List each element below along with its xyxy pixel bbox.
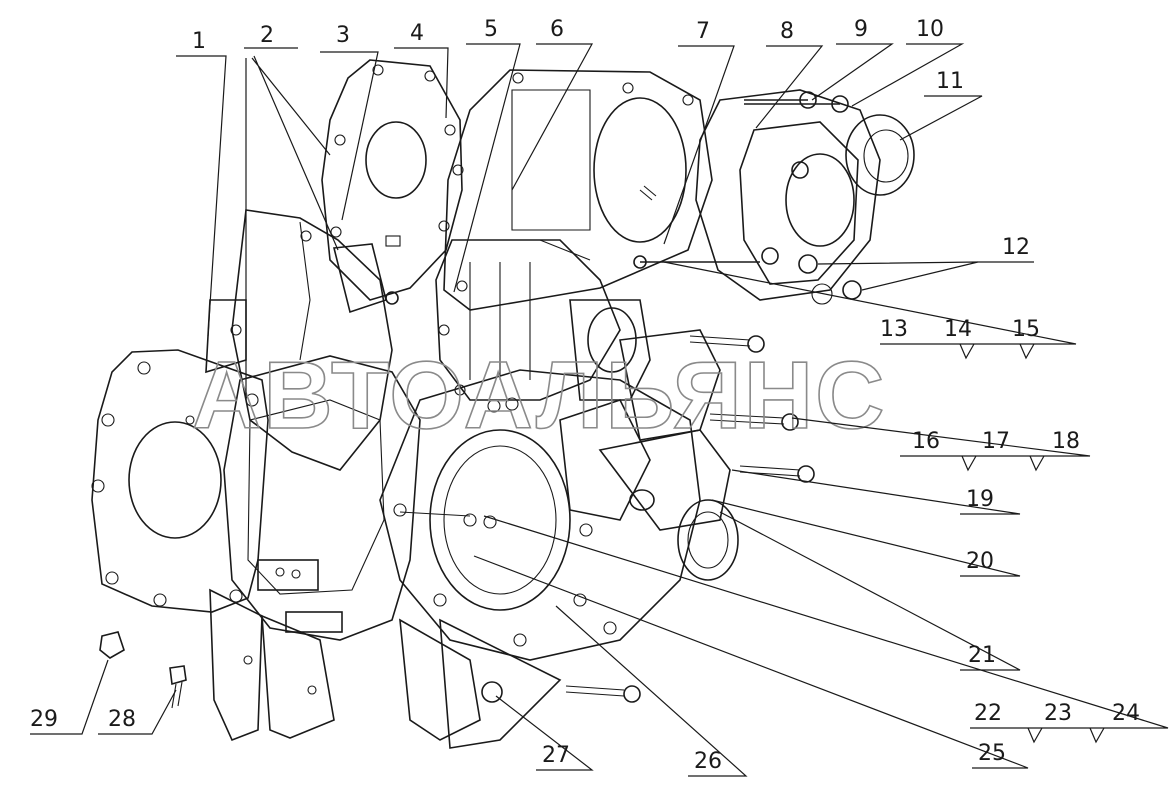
callout-6: 6 bbox=[550, 17, 564, 42]
lower-housing-part-2 bbox=[209, 355, 421, 742]
callout-26: 26 bbox=[694, 749, 722, 774]
callout-25: 25 bbox=[978, 741, 1006, 766]
callout-24: 24 bbox=[1112, 701, 1140, 726]
callout-9: 9 bbox=[854, 17, 868, 42]
callout-27: 27 bbox=[542, 743, 570, 768]
pump-assembly-part-8 bbox=[633, 89, 915, 305]
mid-cover-part-5 bbox=[435, 239, 621, 401]
callout-8: 8 bbox=[780, 19, 794, 44]
callout-2: 2 bbox=[260, 23, 274, 48]
watermark-text: АВТОАЛЬЯНС bbox=[192, 342, 886, 449]
timing-cover-part-6 bbox=[443, 69, 713, 311]
callout-11: 11 bbox=[936, 69, 964, 94]
callout-29: 29 bbox=[30, 707, 58, 732]
callout-23: 23 bbox=[1044, 701, 1072, 726]
callout-18: 18 bbox=[1052, 429, 1080, 454]
callout-20: 20 bbox=[966, 549, 994, 574]
callout-13: 13 bbox=[880, 317, 908, 342]
callout-15: 15 bbox=[1012, 317, 1040, 342]
callout-3: 3 bbox=[336, 23, 350, 48]
left-gasket-plate bbox=[91, 349, 269, 613]
gear-housing bbox=[379, 299, 739, 749]
callout-labels: 1 2 3 4 5 6 7 8 9 10 11 12 13 14 15 16 1… bbox=[30, 17, 1140, 774]
callout-21: 21 bbox=[968, 643, 996, 668]
callout-12: 12 bbox=[1002, 235, 1030, 260]
callout-14: 14 bbox=[944, 317, 972, 342]
gasket-part-3 bbox=[321, 59, 463, 314]
callout-16: 16 bbox=[912, 429, 940, 454]
callout-7: 7 bbox=[696, 19, 710, 44]
callout-4: 4 bbox=[410, 21, 424, 46]
leader-lines bbox=[30, 43, 1169, 777]
callout-1: 1 bbox=[192, 29, 206, 54]
callout-5: 5 bbox=[484, 17, 498, 42]
bolts bbox=[99, 291, 815, 709]
callout-28: 28 bbox=[108, 707, 136, 732]
callout-19: 19 bbox=[966, 487, 994, 512]
callout-17: 17 bbox=[982, 429, 1010, 454]
callout-10: 10 bbox=[916, 17, 944, 42]
callout-22: 22 bbox=[974, 701, 1002, 726]
